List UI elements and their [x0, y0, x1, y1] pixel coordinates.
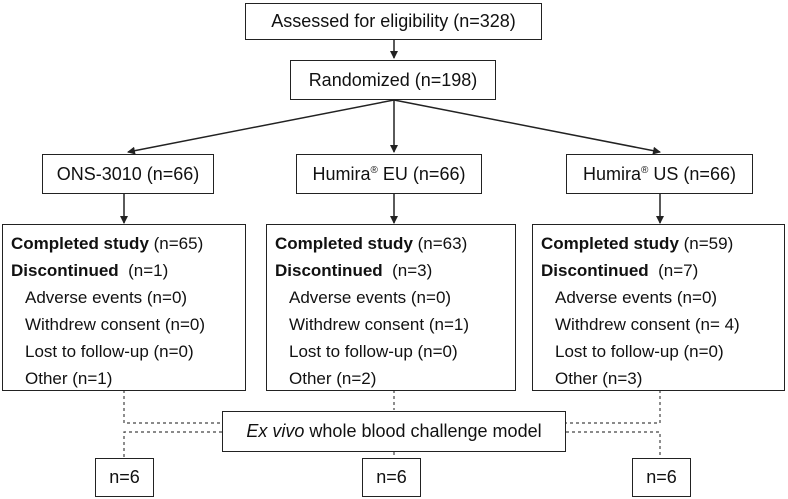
arm-box-1: ONS-3010 (n=66)	[42, 154, 214, 194]
dashed-arm-3-to-model	[566, 390, 661, 424]
reason-withdrew-consent: Withdrew consent (n= 4)	[555, 315, 740, 334]
challenge-model-box: Ex vivo whole blood challenge model	[222, 411, 566, 452]
subset-label-3: n=6	[646, 467, 677, 487]
reason-lost-to-follow-up: Lost to follow-up (n=0)	[289, 342, 458, 361]
randomized-label: Randomized (n=198)	[308, 69, 478, 90]
outcome-box-1: Completed study (n=65) Discontinued (n=1…	[2, 224, 246, 391]
arm-label-3: Humira® US (n=66)	[583, 163, 736, 184]
subset-box-2: n=6	[362, 458, 421, 497]
completed-row: Completed study (n=65)	[11, 234, 204, 253]
discontinued-row: Discontinued (n=1)	[11, 261, 169, 280]
completed-row: Completed study (n=59)	[541, 234, 734, 253]
subset-label-2: n=6	[376, 467, 407, 487]
reason-withdrew-consent: Withdrew consent (n=0)	[25, 315, 205, 334]
reason-withdrew-consent: Withdrew consent (n=1)	[289, 315, 469, 334]
assessed-label: Assessed for eligibility (n=328)	[271, 11, 516, 31]
arm-label-1: ONS-3010 (n=66)	[56, 163, 200, 184]
completed-row: Completed study (n=63)	[275, 234, 468, 253]
arm-box-3: Humira® US (n=66)	[566, 154, 753, 194]
reason-other: Other (n=2)	[289, 369, 377, 388]
arm-label-2: Humira® EU (n=66)	[312, 163, 466, 184]
outcome-box-3: Completed study (n=59) Discontinued (n=7…	[532, 224, 785, 391]
subset-box-1: n=6	[95, 458, 154, 497]
discontinued-row: Discontinued (n=7)	[541, 261, 699, 280]
reason-adverse-events: Adverse events (n=0)	[289, 288, 452, 307]
discontinued-row: Discontinued (n=3)	[275, 261, 433, 280]
subset-label-1: n=6	[109, 467, 140, 487]
reason-other: Other (n=3)	[555, 369, 643, 388]
dashed-model-to-subset-1	[123, 431, 222, 458]
reason-adverse-events: Adverse events (n=0)	[25, 288, 188, 307]
dashed-arm-1-to-model	[123, 390, 222, 424]
dashed-model-to-subset-3	[566, 431, 661, 458]
arrow-randomized-to-arm-1	[127, 99, 395, 155]
reason-lost-to-follow-up: Lost to follow-up (n=0)	[555, 342, 724, 361]
arrow-randomized-to-arm-3	[393, 99, 661, 155]
reason-other: Other (n=1)	[25, 369, 113, 388]
arm-box-2: Humira® EU (n=66)	[296, 154, 482, 194]
randomized-box: Randomized (n=198)	[290, 60, 496, 100]
assessed-box: Assessed for eligibility (n=328)	[245, 3, 542, 40]
challenge-model-label: Ex vivo whole blood challenge model	[246, 421, 542, 441]
subset-box-3: n=6	[632, 458, 691, 497]
reason-lost-to-follow-up: Lost to follow-up (n=0)	[25, 342, 194, 361]
outcome-box-2: Completed study (n=63) Discontinued (n=3…	[266, 224, 516, 391]
reason-adverse-events: Adverse events (n=0)	[555, 288, 718, 307]
